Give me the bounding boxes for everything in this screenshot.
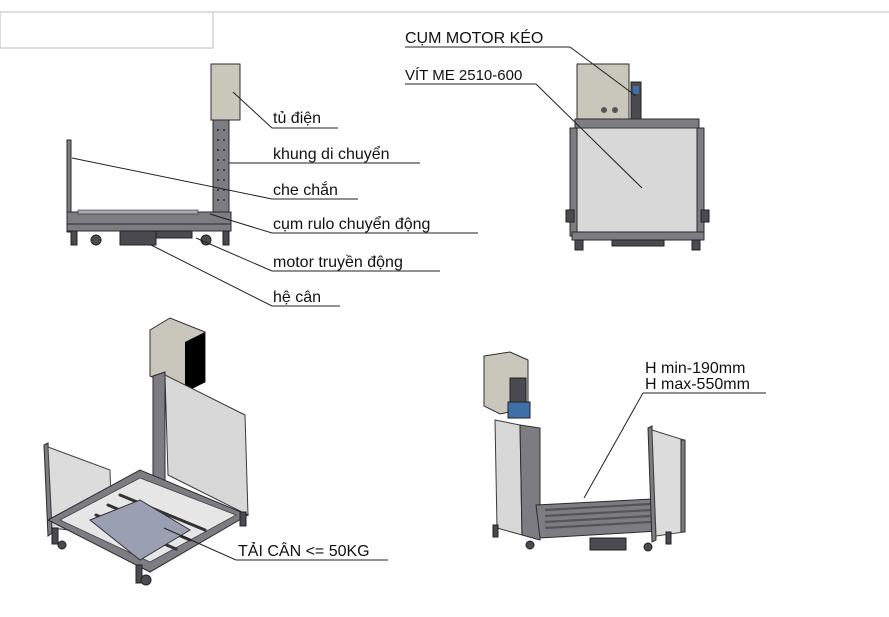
- title-block: [0, 11, 889, 49]
- front-panel: [576, 127, 698, 233]
- iso-left-callouts: TẢI CÂN <= 50KG: [163, 527, 388, 561]
- front-view: [565, 63, 710, 251]
- label-tai-can: TẢI CÂN <= 50KG: [238, 541, 370, 560]
- iso-view-left: [43, 317, 250, 586]
- label-motor-truyen-dong: motor truyền động: [273, 254, 403, 271]
- label-h-max: H max-550mm: [645, 376, 750, 393]
- label-che-chan: che chắn: [273, 180, 338, 199]
- iso-right-column: [519, 424, 541, 541]
- iso-view-right: [483, 351, 686, 552]
- label-cum-rulo: cụm rulo chuyển động: [273, 215, 430, 233]
- side-shield: [66, 139, 72, 233]
- label-tu-dien: tủ điện: [273, 110, 321, 127]
- iso-right-callouts: H min-190mm H max-550mm: [583, 360, 766, 499]
- label-h-min: H min-190mm: [645, 360, 745, 377]
- side-view-callouts: tủ điện khung di chuyển che chắn cụm rul…: [71, 91, 478, 307]
- label-he-can: hệ cân: [273, 289, 321, 306]
- side-cabinet: [210, 63, 241, 121]
- front-view-callouts: CỤM MOTOR KÉO VÍT ME 2510-600: [405, 28, 643, 189]
- side-scale: [119, 230, 157, 246]
- iso-right-panel: [494, 419, 523, 536]
- label-vit-me: VÍT ME 2510-600: [405, 67, 522, 84]
- iso-right-motor: [509, 377, 527, 405]
- side-view: [66, 63, 241, 246]
- label-cum-motor-keo: CỤM MOTOR KÉO: [405, 28, 543, 47]
- label-khung-di-chuyen: khung di chuyển: [273, 145, 390, 163]
